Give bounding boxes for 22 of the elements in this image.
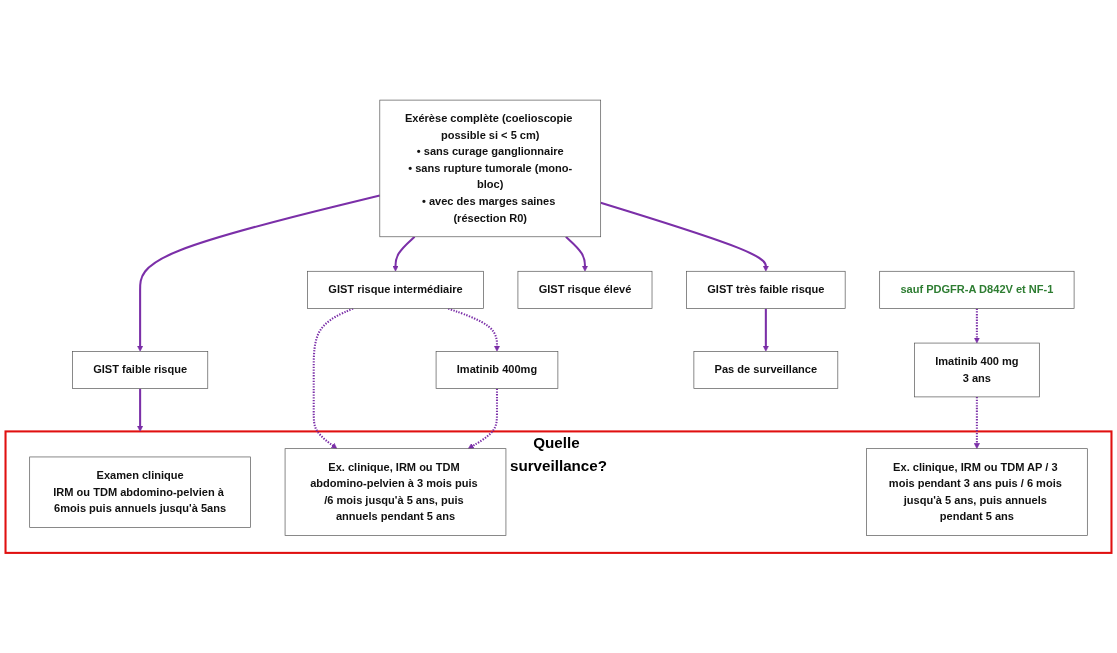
node-box: Exérèse complète (coelioscopie possible si < 5 cm) • sans curage ganglionnaire • sans rupture tumorale (mono-bloc) • avec des marges saines (résection R0) [379, 99, 601, 238]
node-box: Ex. clinique, IRM ou TDM abdomino-pelvien à 3 mois puis /6 mois jusqu'à 5 ans, puis annuels pendant 5 ans [284, 448, 507, 536]
node-box: Ex. clinique, IRM ou TDM AP / 3 mois pendant 3 ans puis / 6 mois jusqu'à 5 ans, puis annuels pendant 5 ans [866, 448, 1088, 536]
arrow [312, 307, 354, 449]
node-box: Imatinib 400 mg 3 ans [914, 342, 1040, 398]
node-box: GIST risque élevé [517, 270, 653, 309]
arrow [762, 308, 769, 352]
node-box: GIST faible risque [72, 351, 209, 389]
node-box: sauf PDGFR-A D842V et NF-1 [879, 270, 1075, 309]
arrow [565, 236, 588, 272]
node-box: Examen clinique IRM ou TDM abdomino-pelvien à 6mois puis annuels jusqu'à 5ans [29, 456, 251, 528]
node-box: Imatinib 400mg [435, 351, 559, 389]
arrow [973, 308, 980, 344]
node-box: Pas de surveillance [693, 351, 839, 389]
node-box: GIST risque intermédiaire [307, 270, 484, 309]
arrow [137, 194, 381, 352]
arrow [600, 201, 769, 272]
arrow [467, 388, 498, 449]
arrow [447, 307, 500, 352]
arrow [392, 236, 416, 272]
arrow [137, 388, 144, 432]
node-box: GIST très faible risque [686, 270, 846, 309]
